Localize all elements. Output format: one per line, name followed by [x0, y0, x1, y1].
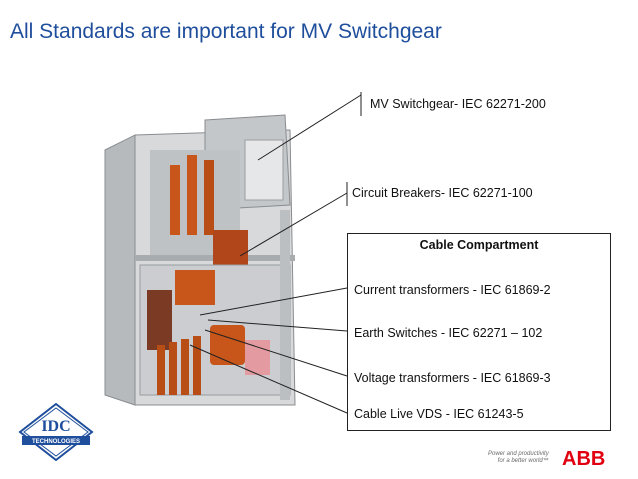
- abb-tagline: Power and productivity for a better worl…: [488, 451, 549, 465]
- cable-ct: [181, 339, 189, 395]
- idc-logo-subtext: TECHNOLOGIES: [32, 439, 80, 445]
- circuit-breakers-label: Circuit Breakers- IEC 62271-100: [352, 186, 533, 200]
- cable-compartment-box: Cable Compartment Current transformers -…: [347, 233, 611, 431]
- breaker-housing: [213, 230, 248, 270]
- compartment-item: Cable Live VDS - IEC 61243-5: [354, 407, 524, 421]
- current-transformer: [175, 270, 215, 305]
- abb-logo-text: ABB: [562, 448, 605, 469]
- cable-compartment-title: Cable Compartment: [419, 238, 539, 252]
- voltage-transformer: [210, 325, 245, 365]
- abb-tagline-line: for a better world™: [497, 458, 549, 464]
- breaker-pole: [204, 160, 214, 235]
- cable-ct: [169, 342, 177, 395]
- idc-logo-text: IDC: [41, 418, 70, 435]
- switchgear-illustration: [104, 114, 296, 406]
- breaker-pole: [187, 155, 197, 235]
- idc-logo: IDC TECHNOLOGIES: [18, 402, 94, 462]
- switchgear-label: MV Switchgear- IEC 62271-200: [370, 97, 546, 111]
- compartment-item: Current transformers - IEC 61869-2: [354, 283, 551, 297]
- abb-logo: ABB: [562, 448, 605, 469]
- compartment-item: Voltage transformers - IEC 61869-3: [354, 371, 551, 385]
- cable-ct: [157, 345, 165, 395]
- cable-ct: [193, 336, 201, 395]
- compartment-item: Earth Switches - IEC 62271 – 102: [354, 326, 543, 340]
- breaker-pole: [170, 165, 180, 235]
- page-title: All Standards are important for MV Switc…: [10, 20, 442, 43]
- abb-tagline-line: Power and productivity: [488, 451, 549, 457]
